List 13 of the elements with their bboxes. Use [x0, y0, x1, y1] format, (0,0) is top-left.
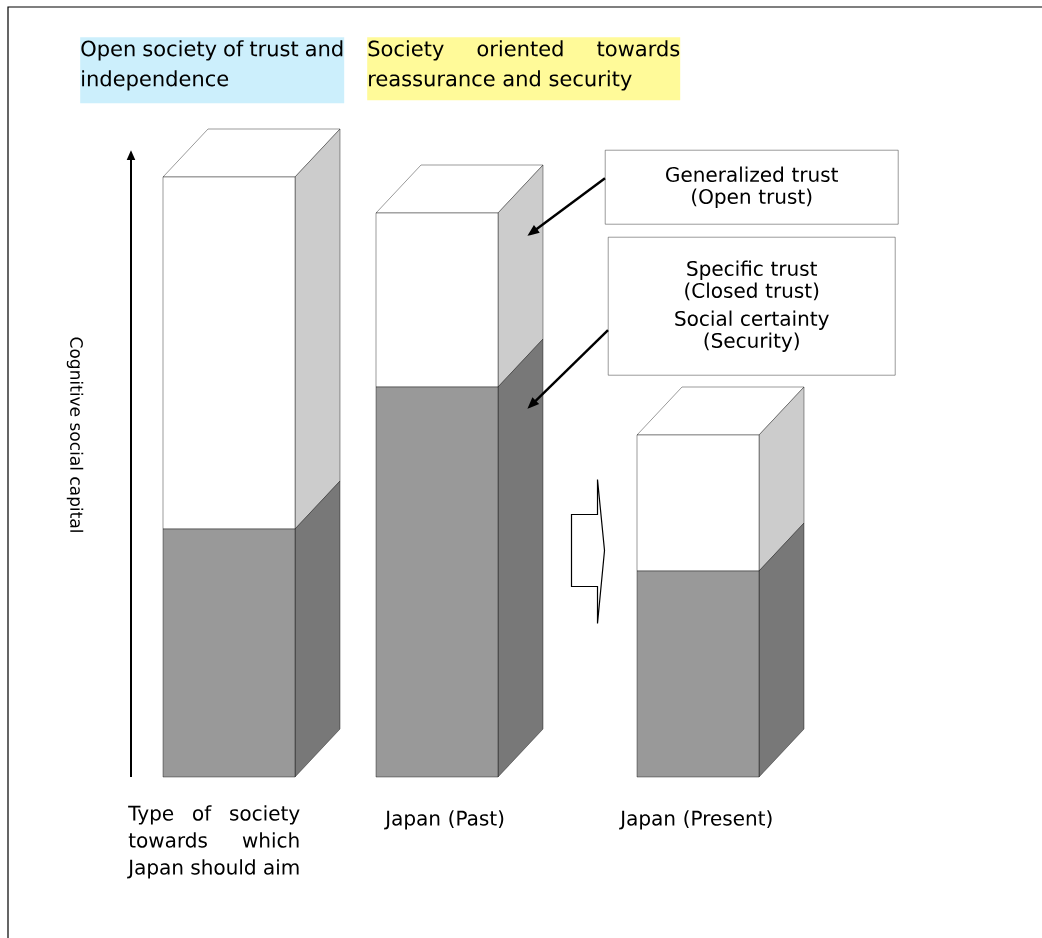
bar-caption: Type of society towards which Japan should aim [127, 805, 300, 879]
bar-caption: Japan (Past) [384, 810, 504, 830]
stacked-bar [375, 164, 544, 778]
stacked-bar [162, 128, 341, 778]
block-arrow [570, 478, 606, 625]
heading-box: Society oriented towards reassurance and security [367, 37, 681, 101]
heading-box: Open society of trust and independence [80, 37, 345, 104]
stacked-bar [636, 386, 805, 778]
axis-label: Cognitive social capital [66, 337, 84, 532]
label-box: Generalized trust (Open trust) [605, 150, 899, 225]
bar-caption: Japan (Present) [619, 810, 772, 830]
bar-segment [375, 386, 499, 778]
label-box: Specific trust (Closed trust) Social certainty (Security) [608, 237, 896, 376]
